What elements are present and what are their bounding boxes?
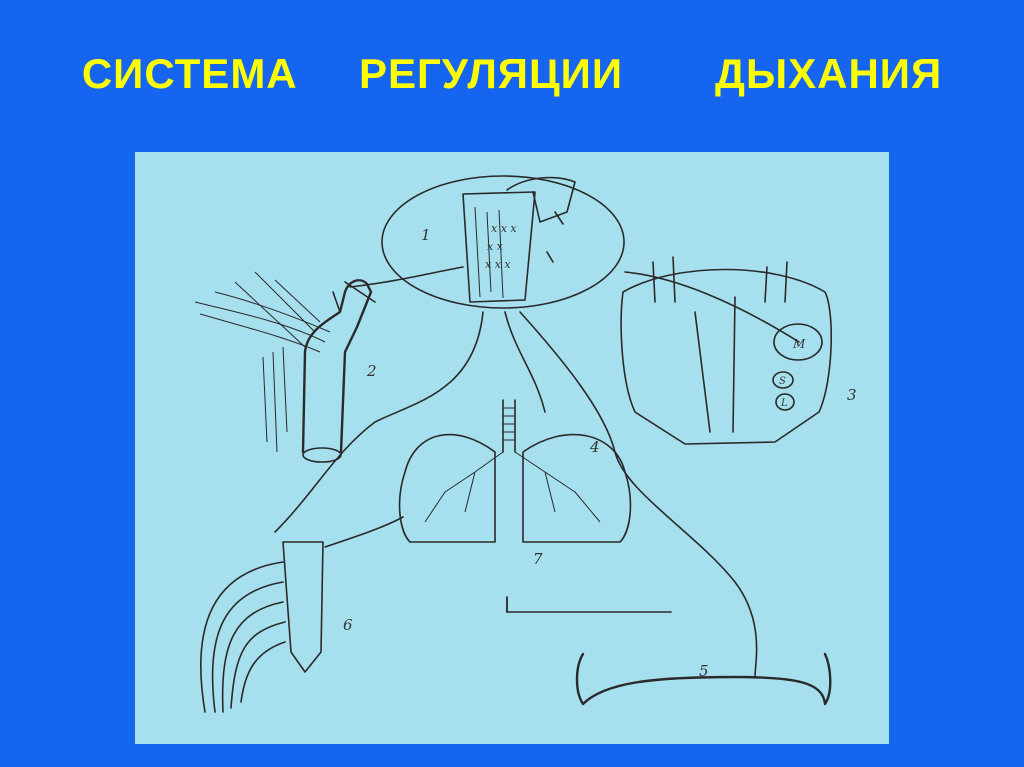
diagram-panel: x x x x x x x x 1 2 M S L 3: [135, 152, 889, 744]
label-1: 1: [421, 226, 431, 244]
label-6: 6: [343, 616, 353, 634]
label-s: S: [779, 376, 786, 387]
label-3: 3: [847, 386, 857, 404]
svg-text:x x: x x: [487, 240, 504, 253]
rib-cage-figure: 6: [200, 541, 353, 713]
label-2: 2: [366, 362, 377, 380]
svg-text:x x x: x x x: [491, 222, 517, 235]
brainstem-figure: x x x x x x x x 1: [381, 175, 625, 309]
diaphragm-figure: 5: [575, 652, 832, 706]
nerve-connections: [274, 266, 800, 678]
aortic-arch-figure: M S L 3: [620, 256, 857, 445]
carotid-body-figure: 2: [194, 271, 377, 463]
label-5: 5: [699, 662, 709, 680]
panel-background: [135, 152, 889, 744]
label-7: 7: [533, 550, 543, 568]
slide-title: СИСТЕМА РЕГУЛЯЦИИ ДЫХАНИЯ: [81, 50, 943, 97]
label-l: L: [780, 398, 788, 409]
svg-text:x x x: x x x: [485, 258, 511, 271]
respiratory-regulation-diagram: x x x x x x x x 1 2 M S L 3: [135, 152, 889, 744]
label-4: 4: [589, 438, 600, 456]
